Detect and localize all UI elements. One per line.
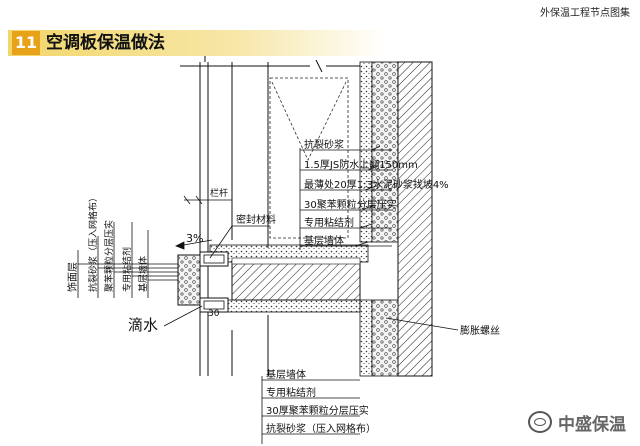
left-label-crack-mortar: 抗裂砂浆（压入网格布） xyxy=(87,193,99,292)
edge-inner-top xyxy=(203,254,225,264)
bolt-leader xyxy=(385,317,459,331)
bottom-label-2: 专用粘结剂 xyxy=(266,386,316,399)
header-bar xyxy=(8,30,388,56)
wechat-icon xyxy=(528,411,552,433)
right-foam-upper xyxy=(371,61,399,243)
frame-lines xyxy=(180,56,360,376)
window-frame xyxy=(269,77,349,239)
window-sash xyxy=(271,81,347,161)
document-title: 外保温工程节点图集 xyxy=(540,8,630,19)
right-foam-lower xyxy=(371,299,399,377)
slab-waterproof xyxy=(231,257,361,265)
watermark: 中盛保温 xyxy=(528,410,626,435)
left-label-finish: 饰面层 xyxy=(66,262,79,292)
right-label-2: 1.5厚JS防水上翻150mm xyxy=(304,158,418,171)
right-label-4: 30聚苯颗粒分层压实 xyxy=(304,198,397,211)
ac-slab xyxy=(231,261,361,301)
slab-bottom-layer xyxy=(209,299,361,313)
seal-leader xyxy=(209,225,270,259)
dim-30-label: 30 xyxy=(208,309,220,319)
rail-label: 栏杆 xyxy=(210,187,228,199)
left-label-wall: 基层墙体 xyxy=(137,256,149,292)
bottom-label-4: 抗裂砂浆（压入网格布） xyxy=(266,422,376,435)
right-label-5: 专用粘结剂 xyxy=(304,216,354,229)
bottom-label-1: 基层墙体 xyxy=(266,368,306,381)
slab-edge-insulation xyxy=(177,254,201,306)
edge-block-bottom xyxy=(199,297,229,313)
right-insulation-lower xyxy=(359,299,373,377)
watermark-text: 中盛保温 xyxy=(558,414,626,435)
right-label-1: 抗裂砂浆 xyxy=(304,138,344,151)
drip-leader xyxy=(163,305,203,327)
bottom-label-3: 30厚聚苯颗粒分层压实 xyxy=(266,404,369,417)
right-wall-concrete xyxy=(397,61,433,377)
right-leaders xyxy=(299,145,392,250)
seal-material-label: 密封材料 xyxy=(236,213,276,226)
section-title: 空调板保温做法 xyxy=(46,33,165,53)
right-label-3: 最薄处20厚1:3水泥砂浆找坡4% xyxy=(304,178,449,191)
rail-marker xyxy=(183,188,232,205)
bottom-leaders xyxy=(261,376,360,444)
drip-label: 滴水 xyxy=(128,316,158,334)
right-insulation-upper xyxy=(359,61,373,243)
section-number: 11 xyxy=(12,31,40,55)
left-label-eps: 聚苯颗粒分层压实 xyxy=(103,220,115,292)
left-label-adhesive: 专用粘结剂 xyxy=(121,247,133,292)
right-label-6: 基层墙体 xyxy=(304,234,344,247)
slope-arrow xyxy=(175,239,213,250)
left-leaders xyxy=(77,222,178,298)
slope-label: 3% xyxy=(186,232,203,245)
edge-inner-bottom xyxy=(203,300,225,310)
expansion-bolt-label: 膨胀螺丝 xyxy=(460,324,500,337)
